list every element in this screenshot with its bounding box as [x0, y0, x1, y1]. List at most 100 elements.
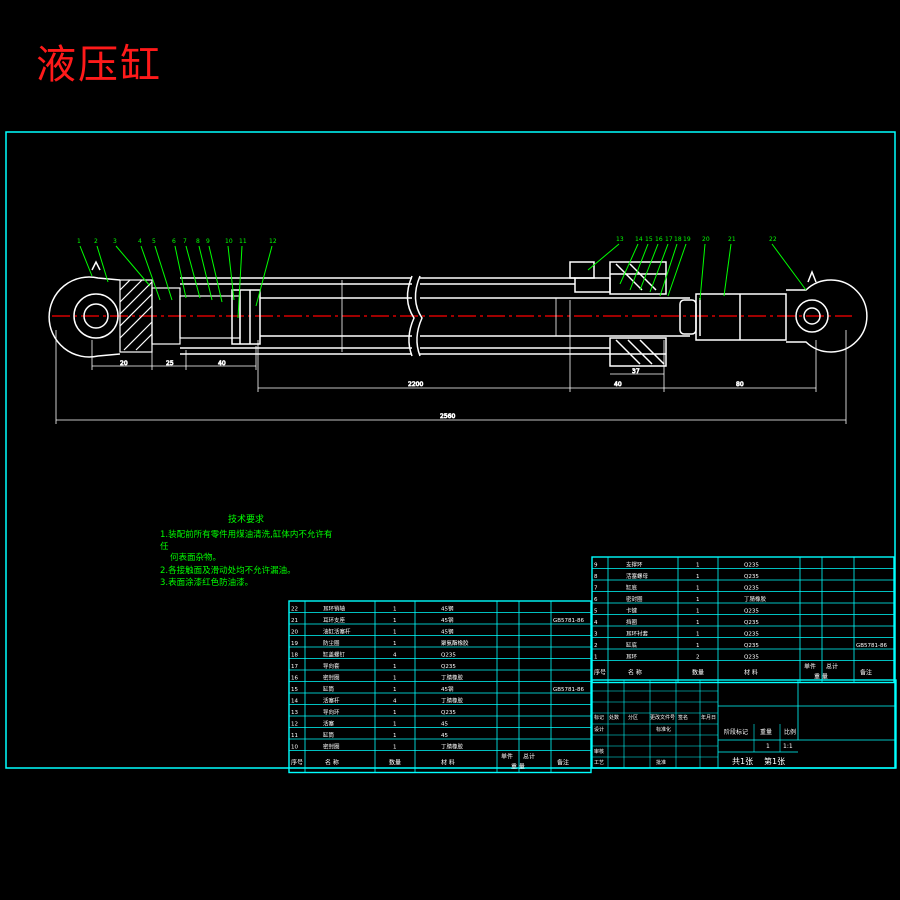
balloon-3: 3 — [113, 238, 117, 245]
balloon-7: 7 — [183, 238, 187, 245]
bom-cell-material: Q235 — [744, 574, 759, 580]
dim-label-2: 25 — [166, 360, 174, 367]
tb-check: 审核 — [594, 748, 604, 755]
bom-header-remark: 备注 — [860, 669, 872, 677]
bom-cell-name: 导向套 — [323, 662, 340, 670]
dim-label-1: 20 — [120, 360, 128, 367]
bom-cell-no: 5 — [594, 609, 598, 615]
balloon-9: 9 — [206, 238, 210, 245]
bom-cell-no: 19 — [291, 641, 298, 647]
balloon-18: 18 — [674, 236, 682, 243]
bom-cell-material: 45钢 — [441, 628, 454, 636]
tech-line-3: 何表面杂物。 — [170, 552, 221, 563]
bom-frame — [288, 600, 592, 774]
balloon-1: 1 — [77, 238, 81, 245]
bom-cell-material: Q235 — [744, 563, 759, 569]
bom-cell-no: 21 — [291, 618, 298, 624]
dim-label-6: 40 — [614, 381, 622, 388]
bom-cell-material: 丁腈橡胶 — [441, 743, 464, 751]
tech-heading: 技术要求 — [228, 513, 264, 525]
bom-cell-qty: 1 — [393, 687, 397, 693]
balloon-12: 12 — [269, 238, 277, 245]
bom-cell-material: Q235 — [441, 664, 456, 670]
drawing-frame — [5, 131, 896, 769]
bom-cell-qty: 1 — [696, 620, 700, 626]
bom-cell-code: GB5781-86 — [856, 643, 888, 649]
tb-approve: 批准 — [656, 759, 666, 766]
bom-cell-name: 耳环销轴 — [323, 605, 346, 613]
bom-cell-name: 缸底 — [626, 641, 638, 649]
bom-cell-no: 9 — [594, 563, 598, 569]
bom-cell-no: 2 — [594, 643, 598, 649]
bom-cell-code: GB5781-86 — [553, 687, 585, 693]
bom-cell-no: 17 — [291, 664, 298, 670]
bom-cell-material: Q235 — [744, 586, 759, 592]
leader-7 — [185, 245, 201, 299]
bom-header-qty: 数量 — [389, 759, 401, 767]
bom-header-name: 名 称 — [628, 669, 642, 677]
bom-cell-qty: 1 — [393, 641, 397, 647]
bom-cell-material: 丁腈橡胶 — [441, 697, 464, 705]
leader-15 — [629, 243, 649, 291]
bom-cell-no: 3 — [594, 632, 598, 638]
bom-cell-name: 密封圈 — [626, 595, 643, 603]
bom-cell-qty: 1 — [393, 664, 397, 670]
bom-cell-material: 聚氨酯橡胶 — [441, 639, 469, 647]
leader-16 — [639, 243, 659, 291]
tb-label-1: 处数 — [609, 714, 619, 721]
bom-cell-code: GB5781-86 — [553, 618, 585, 624]
left-clevis — [48, 260, 121, 358]
dim-label-5: 37 — [632, 368, 640, 375]
balloon-14: 14 — [635, 236, 643, 243]
dim-label-7: 80 — [736, 381, 744, 388]
technical-requirements: 技术要求 1.装配前所有零件用煤油清洗,缸体内不允许有 任 何表面杂物。 2.各… — [160, 513, 332, 588]
bom-cell-qty: 1 — [393, 607, 397, 613]
bom-cell-no: 20 — [291, 630, 298, 636]
bom-cell-no: 13 — [291, 710, 298, 716]
bom-header-single: 单件 — [804, 663, 816, 671]
bom-cell-qty: 1 — [696, 632, 700, 638]
bom-cell-no: 8 — [594, 574, 598, 580]
bom-cell-name: 缸筒 — [323, 685, 335, 693]
balloon-20: 20 — [702, 236, 710, 243]
bom-cell-no: 4 — [594, 620, 598, 626]
bom-cell-qty: 1 — [696, 586, 700, 592]
bom-cell-no: 14 — [291, 699, 298, 705]
bom-cell-material: 丁腈橡胶 — [441, 674, 464, 682]
leader-17 — [649, 243, 669, 293]
bom-cell-material: 45钢 — [441, 605, 454, 613]
bom-cell-no: 12 — [291, 722, 298, 728]
dim-label-total: 2560 — [440, 413, 455, 420]
leader-11 — [237, 245, 243, 319]
balloon-15: 15 — [645, 236, 653, 243]
bom-cell-name: 密封圈 — [323, 674, 340, 682]
bom-cell-no: 11 — [291, 733, 298, 739]
tech-line-1: 1.装配前所有零件用煤油清洗,缸体内不允许有 — [160, 529, 332, 540]
bom-cell-qty: 1 — [696, 609, 700, 615]
bom-cell-name: 活塞螺母 — [626, 572, 649, 580]
balloon-6: 6 — [172, 238, 176, 245]
piston-rod — [560, 293, 787, 341]
bom-cell-name: 密封圈 — [323, 743, 340, 751]
balloon-2: 2 — [94, 238, 98, 245]
bom-cell-name: 耳环 — [626, 654, 638, 661]
bom-cell-qty: 1 — [393, 618, 397, 624]
bom-cell-qty: 1 — [696, 574, 700, 580]
bom-cell-name: 导向环 — [323, 708, 340, 716]
part-leaders — [79, 243, 807, 319]
bom-cell-name: 耳环支座 — [323, 616, 346, 624]
balloon-11: 11 — [239, 238, 247, 245]
bom-cell-qty: 1 — [696, 563, 700, 569]
bom-cell-qty: 1 — [393, 630, 397, 636]
leader-13 — [587, 243, 620, 271]
bom-cell-material: Q235 — [744, 620, 759, 626]
leader-2 — [96, 245, 109, 283]
bom-cell-no: 6 — [594, 597, 598, 603]
tb-scale-value: 1:1 — [783, 743, 793, 750]
dim-label-4: 2200 — [408, 381, 423, 388]
leader-19 — [667, 243, 687, 297]
dim-label-3: 40 — [218, 360, 226, 367]
